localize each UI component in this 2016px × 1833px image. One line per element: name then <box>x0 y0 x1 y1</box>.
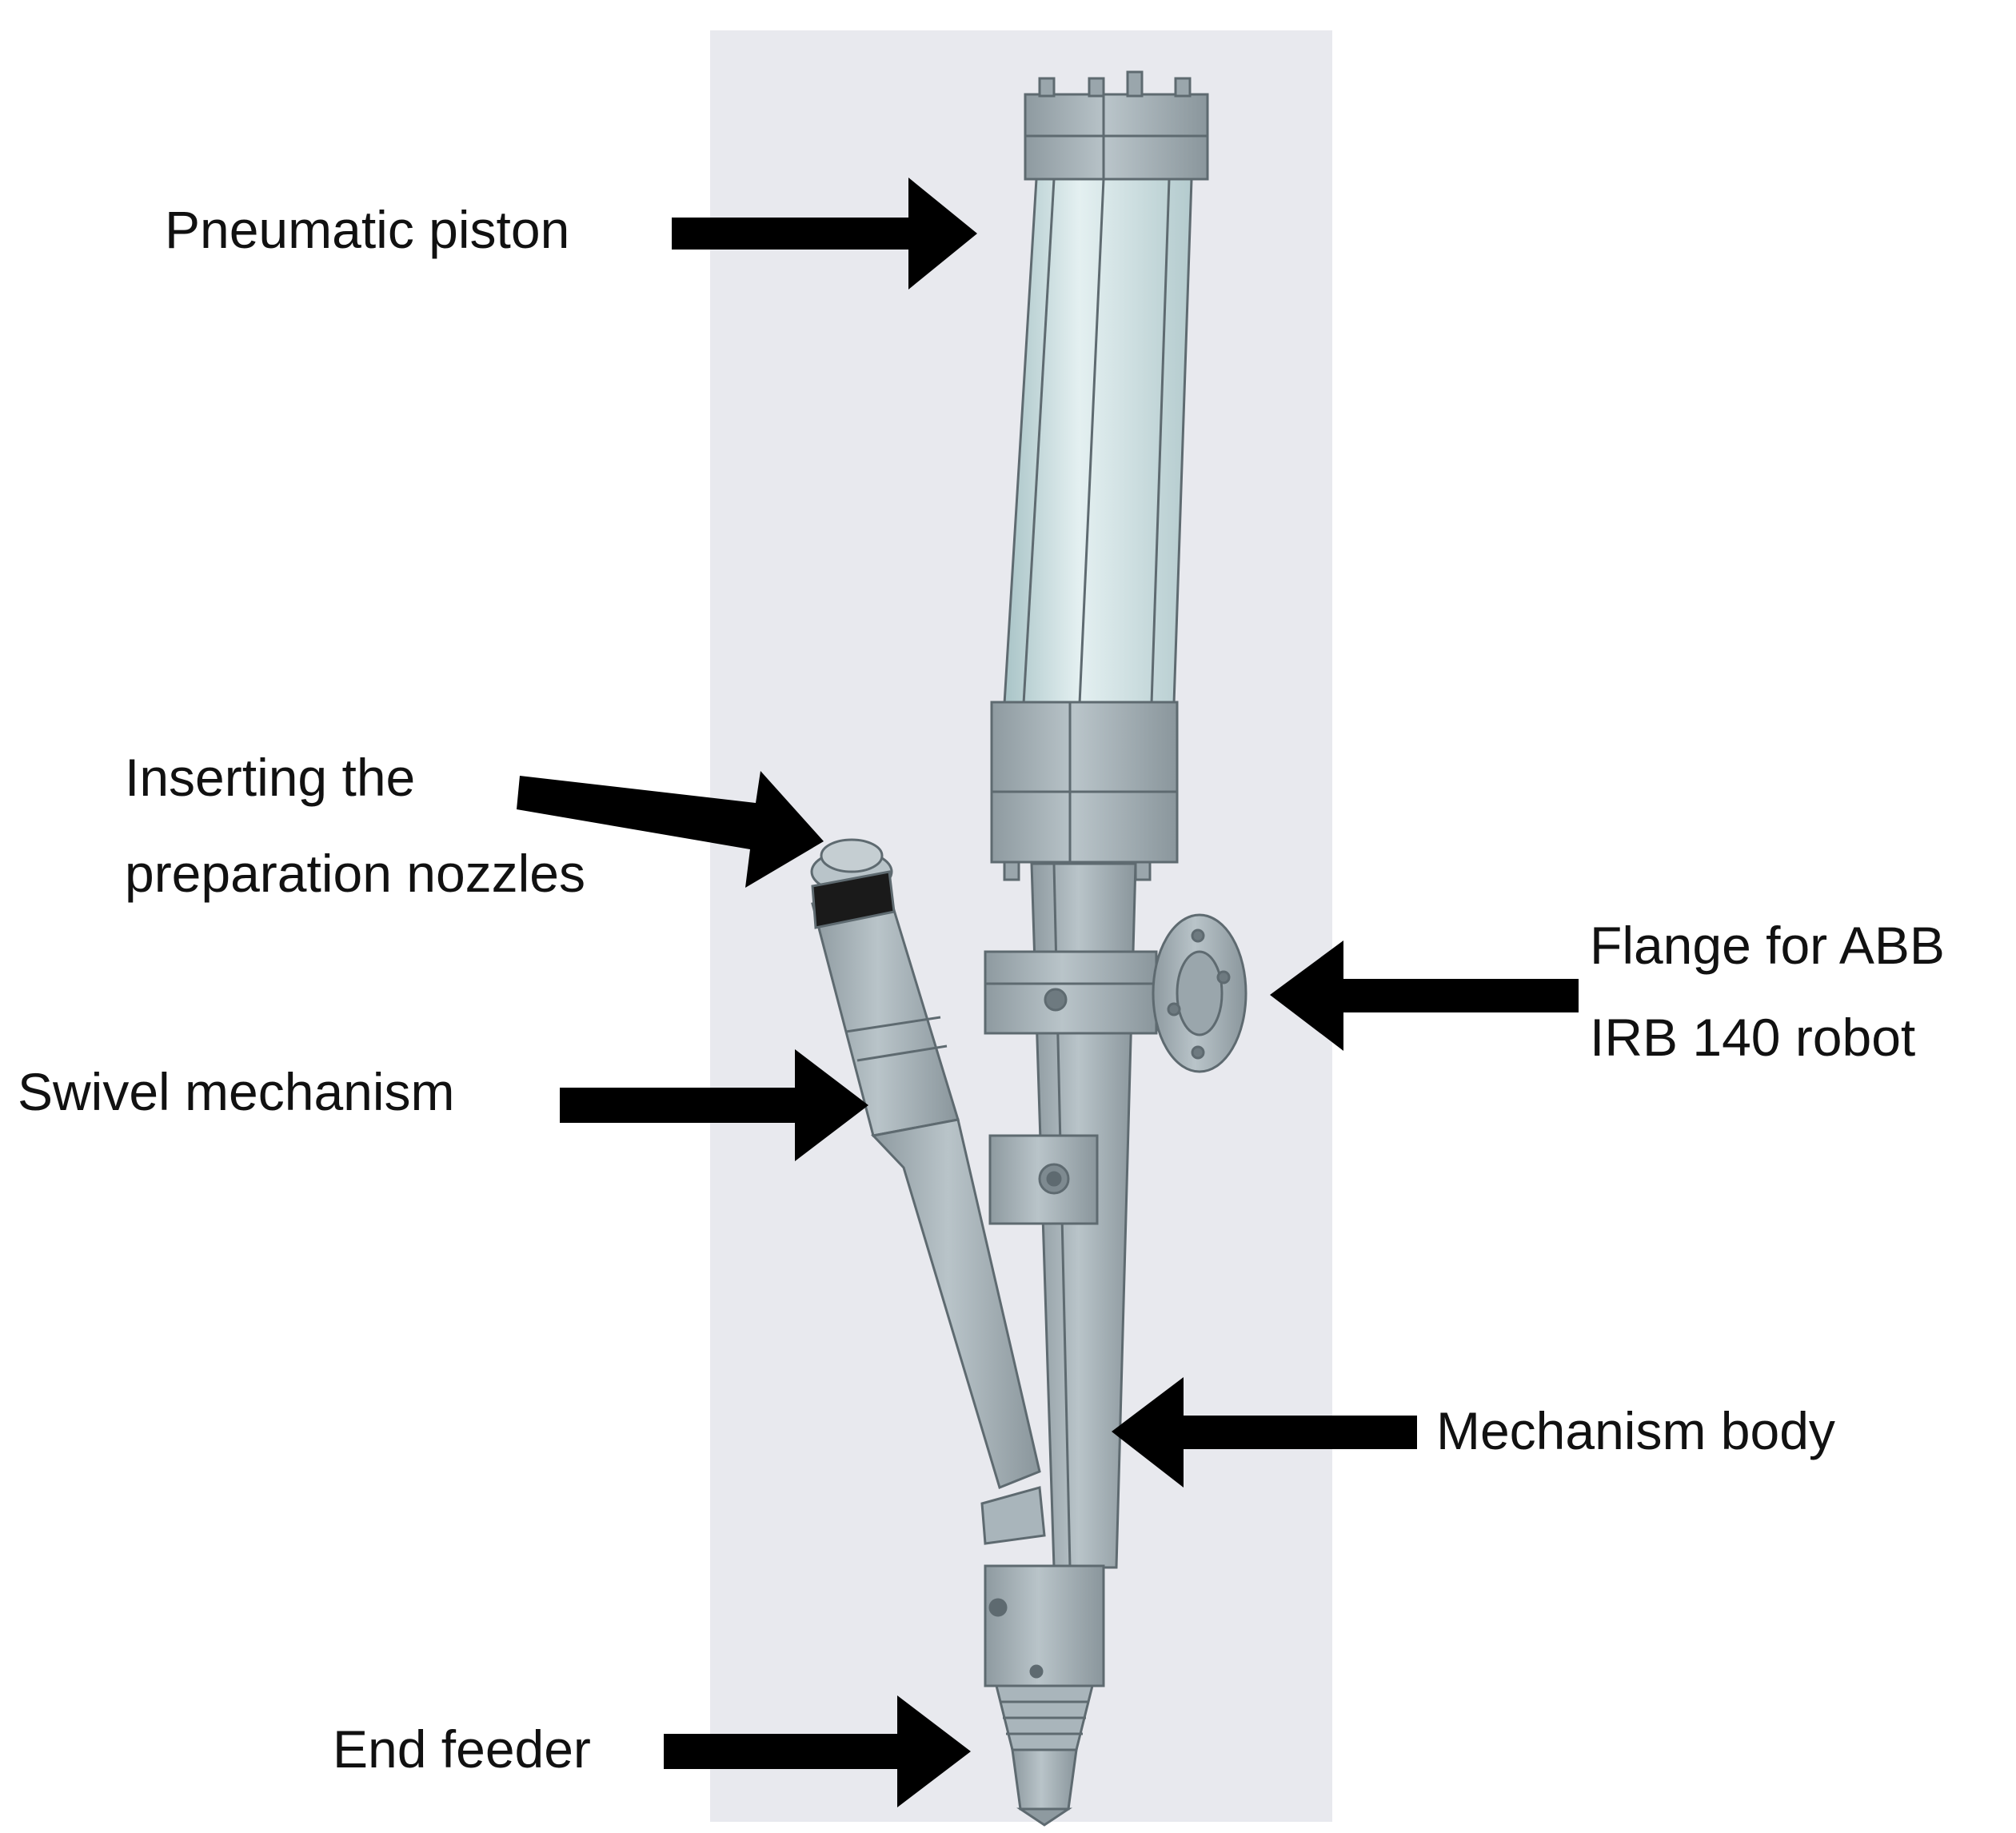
label-swivel-mechanism: Swivel mechanism <box>18 1062 455 1121</box>
arrow-pneumatic-piston <box>672 178 977 290</box>
arrow-mechanism-body <box>1112 1377 1417 1488</box>
label-pneumatic-piston: Pneumatic piston <box>165 200 569 259</box>
arrow-inserting-nozzles <box>517 771 824 888</box>
mid-bracket <box>988 1134 1099 1225</box>
label-inserting-line1: Inserting the <box>125 748 415 807</box>
piston-lower-block <box>990 701 1179 881</box>
piston-cylinder <box>1003 178 1193 705</box>
device-illustration <box>810 70 1248 1827</box>
panel-background <box>710 30 1332 1822</box>
label-flange-line1: Flange for ABB <box>1590 916 1945 975</box>
arrow-end-feeder <box>664 1695 971 1807</box>
label-inserting-line2: preparation nozzles <box>125 844 585 903</box>
label-end-feeder: End feeder <box>333 1719 591 1779</box>
label-flange-line2: IRB 140 robot <box>1590 1008 1915 1067</box>
end-feeder-shape <box>984 1564 1105 1827</box>
arrow-swivel-mechanism <box>560 1049 868 1161</box>
label-mechanism-body: Mechanism body <box>1436 1401 1835 1460</box>
piston-top-cap <box>1024 70 1209 181</box>
flange-clamp <box>984 913 1248 1073</box>
arrow-flange <box>1270 940 1579 1051</box>
swivel-arm <box>810 838 1046 1545</box>
